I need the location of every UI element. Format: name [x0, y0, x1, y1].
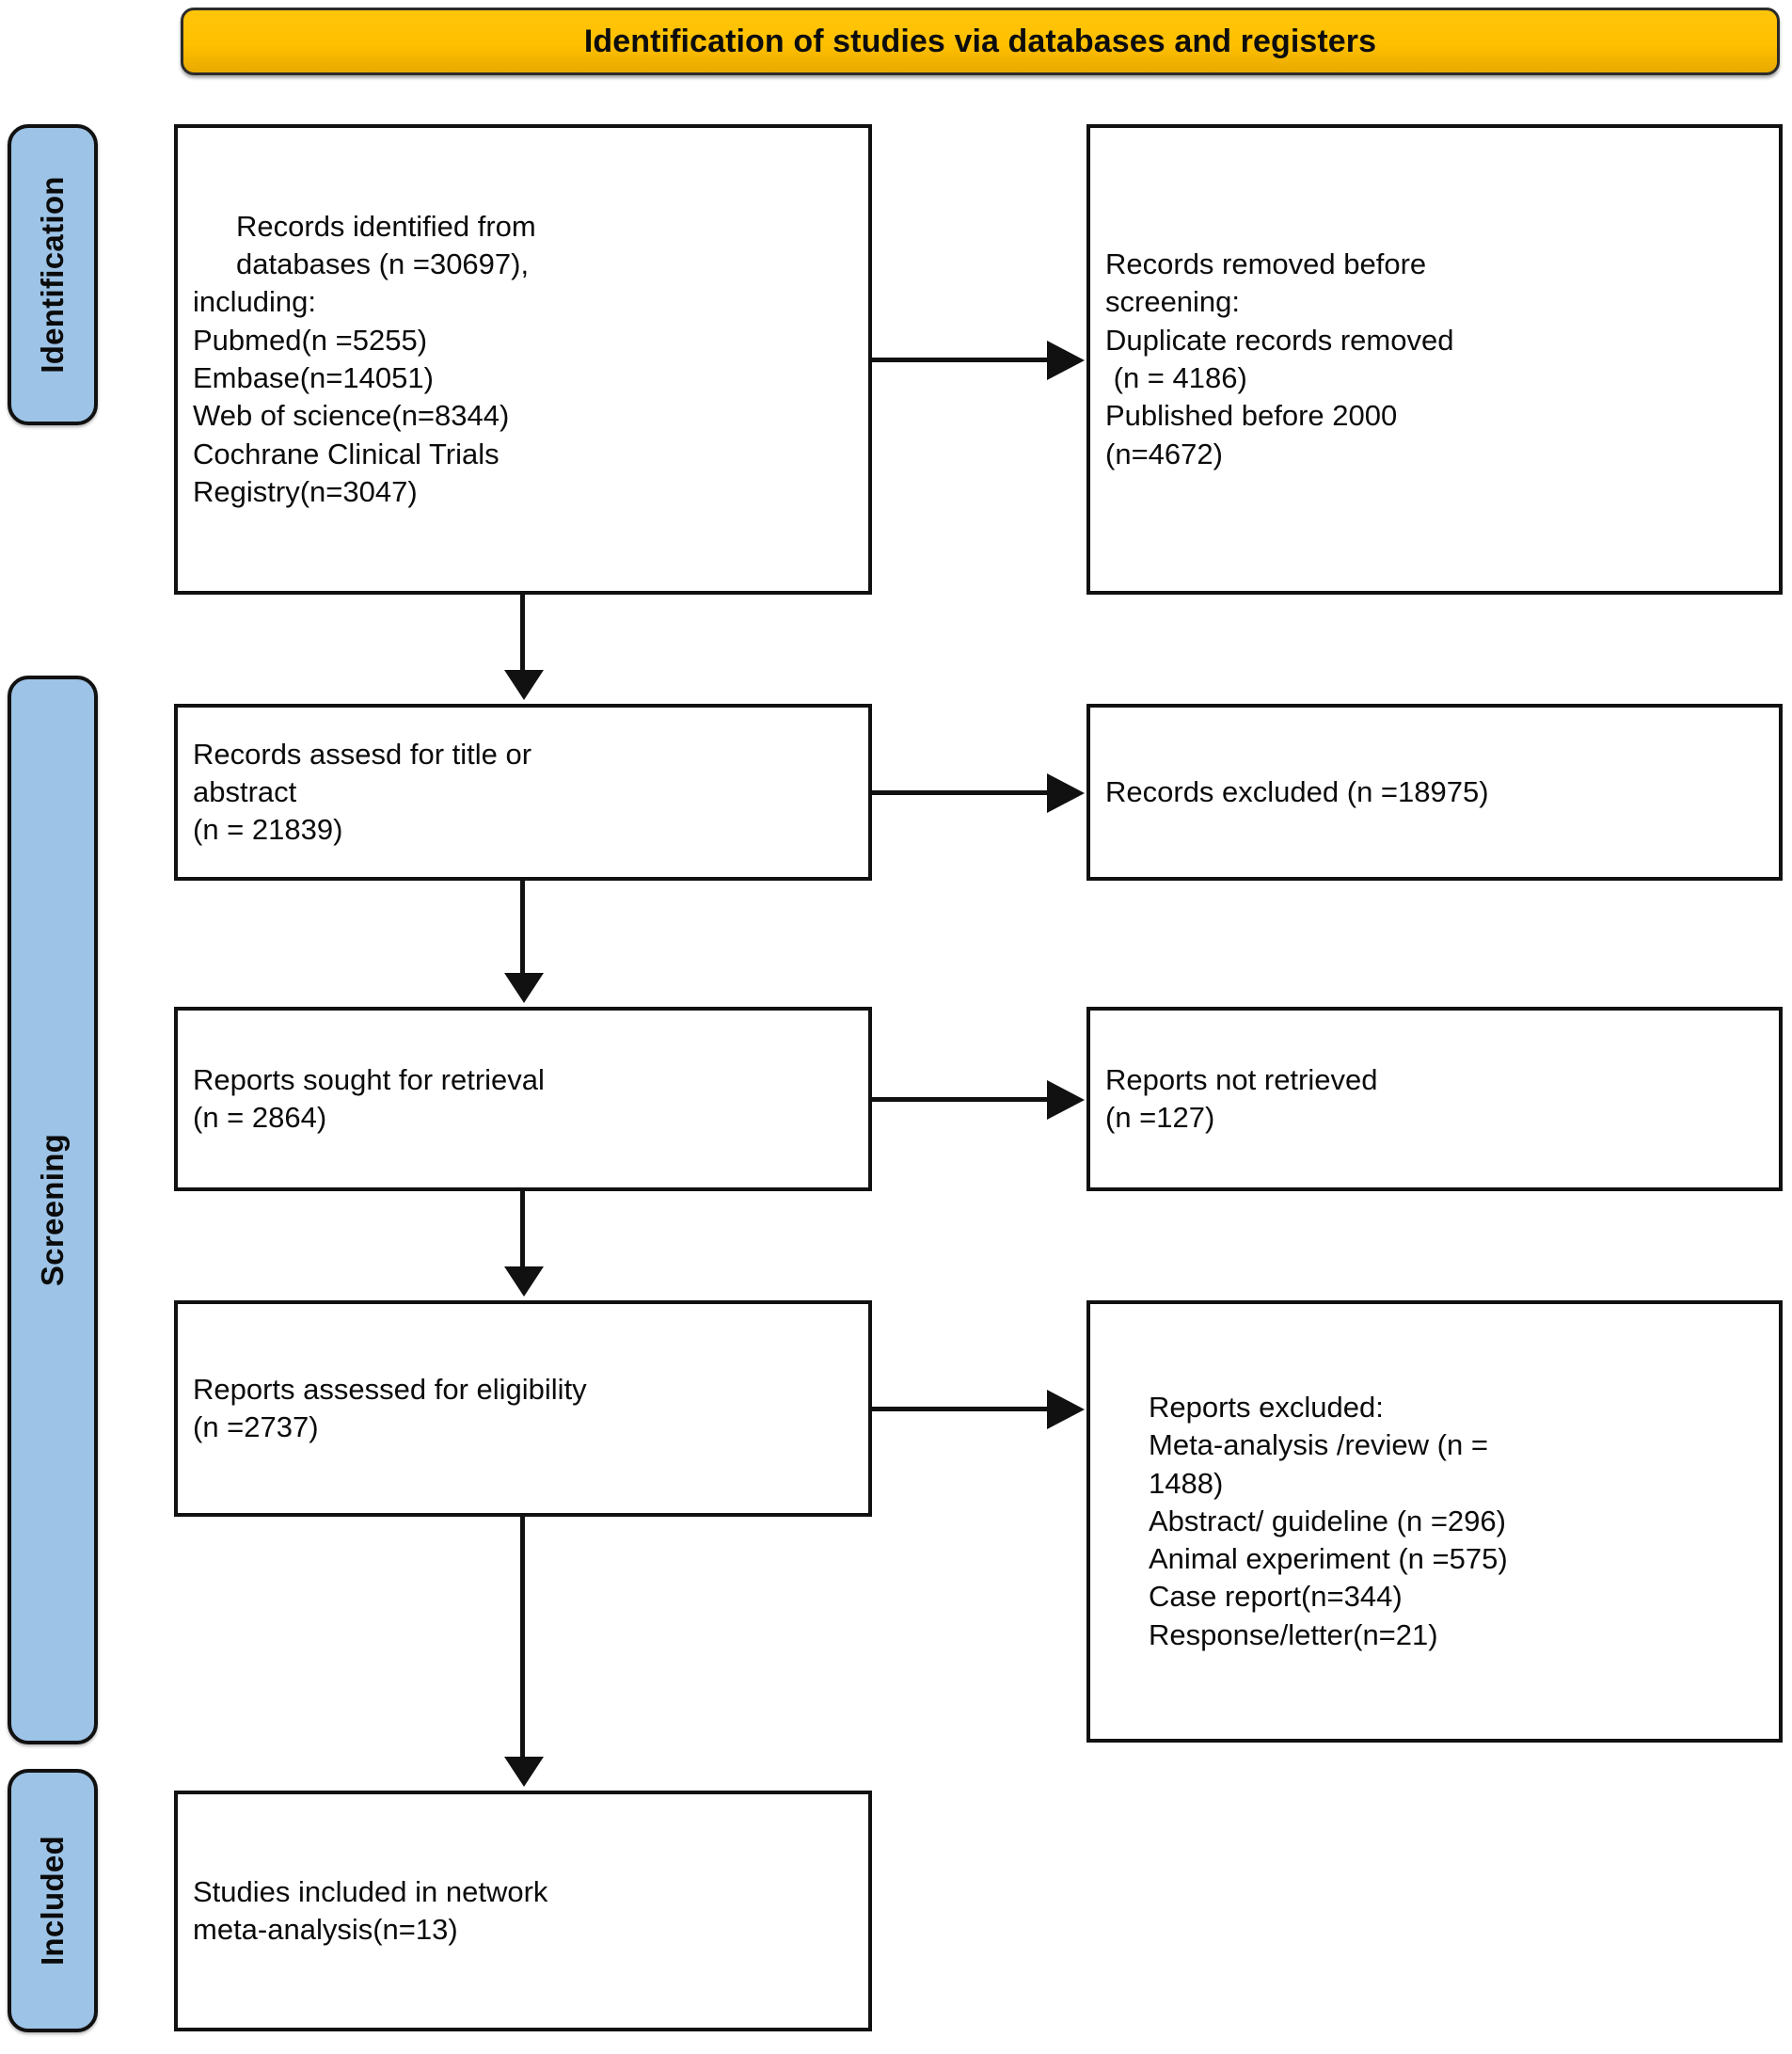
box-studies-included: Studies included in network meta-analysi… [174, 1791, 872, 2031]
box-line: Records assesd for title or [193, 737, 532, 771]
arrowhead-down-icon [504, 670, 544, 700]
connector-sought-to-not-retrieved [872, 1097, 1051, 1102]
box-line: databases (n =30697), [236, 247, 530, 281]
box-line: Web of science(n=8344) [193, 399, 510, 433]
stage-label-included: Included [8, 1769, 98, 2032]
diagram-title: Identification of studies via databases … [583, 23, 1377, 59]
box-records-screened: Records assesd for title or abstract (n … [174, 704, 872, 881]
box-line: Registry(n=3047) [193, 474, 418, 508]
box-reports-sought: Reports sought for retrieval (n = 2864) [174, 1007, 872, 1191]
box-line: 1488) [1149, 1466, 1224, 1500]
box-line: Cochrane Clinical Trials [193, 437, 500, 470]
box-line: Studies included in network [193, 1874, 548, 1908]
stage-label-identification: Identification [8, 124, 98, 425]
box-line: (n=4672) [1105, 437, 1223, 470]
box-reports-excluded: Reports excluded: Meta-analysis /review … [1086, 1300, 1783, 1743]
box-records-identified: Records identified from databases (n =30… [174, 124, 872, 595]
box-line: (n =127) [1105, 1101, 1215, 1134]
box-line: meta-analysis(n=13) [193, 1913, 458, 1946]
box-line: abstract [193, 774, 297, 808]
box-line: (n = 2864) [193, 1101, 327, 1134]
connector-identified-to-removed [872, 358, 1051, 362]
box-line: Abstract/ guideline (n =296) [1149, 1504, 1506, 1537]
box-line: Records excluded (n =18975) [1105, 774, 1489, 808]
box-line: Response/letter(n=21) [1149, 1617, 1438, 1651]
stage-label-included-text: Included [35, 1835, 71, 1966]
box-line: Records removed before [1105, 247, 1427, 281]
box-records-removed-before-screening: Records removed before screening: Duplic… [1086, 124, 1783, 595]
arrowhead-right-icon [1047, 341, 1085, 380]
box-line: Published before 2000 [1105, 399, 1398, 433]
box-line: Case report(n=344) [1149, 1580, 1403, 1614]
box-line: Meta-analysis /review (n = [1149, 1428, 1488, 1462]
arrowhead-right-icon [1047, 773, 1085, 813]
stage-label-identification-text: Identification [35, 176, 71, 374]
box-line: Duplicate records removed [1105, 323, 1454, 357]
box-reports-assessed-eligibility: Reports assessed for eligibility (n =273… [174, 1300, 872, 1517]
box-line: Pubmed(n =5255) [193, 323, 428, 357]
box-line: Reports sought for retrieval [193, 1062, 545, 1096]
arrowhead-right-icon [1047, 1080, 1085, 1120]
box-line: screening: [1105, 285, 1241, 319]
diagram-header-banner: Identification of studies via databases … [181, 8, 1780, 75]
arrowhead-down-icon [504, 1266, 544, 1297]
connector-screened-to-excluded [872, 790, 1051, 795]
box-line: Reports excluded: [1149, 1390, 1384, 1424]
connector-screened-to-sought [520, 881, 525, 975]
connector-eligibility-to-included [520, 1517, 525, 1757]
stage-label-screening: Screening [8, 676, 98, 1744]
connector-eligibility-to-excluded-reports [872, 1407, 1051, 1411]
box-line: including: [193, 285, 316, 319]
box-line: Embase(n=14051) [193, 361, 434, 394]
connector-sought-to-eligibility [520, 1191, 525, 1268]
connector-identified-to-screened [520, 595, 525, 674]
box-line: Reports not retrieved [1105, 1062, 1378, 1096]
box-line: Animal experiment (n =575) [1149, 1542, 1508, 1576]
arrowhead-right-icon [1047, 1390, 1085, 1429]
box-line: Reports assessed for eligibility [193, 1372, 587, 1406]
box-line: (n = 4186) [1105, 361, 1247, 394]
box-reports-not-retrieved: Reports not retrieved (n =127) [1086, 1007, 1783, 1191]
box-line: Records identified from [236, 209, 536, 243]
stage-label-screening-text: Screening [35, 1133, 71, 1287]
box-records-excluded: Records excluded (n =18975) [1086, 704, 1783, 881]
arrowhead-down-icon [504, 973, 544, 1003]
arrowhead-down-icon [504, 1757, 544, 1787]
box-line: (n =2737) [193, 1410, 319, 1443]
box-line: (n = 21839) [193, 813, 343, 847]
